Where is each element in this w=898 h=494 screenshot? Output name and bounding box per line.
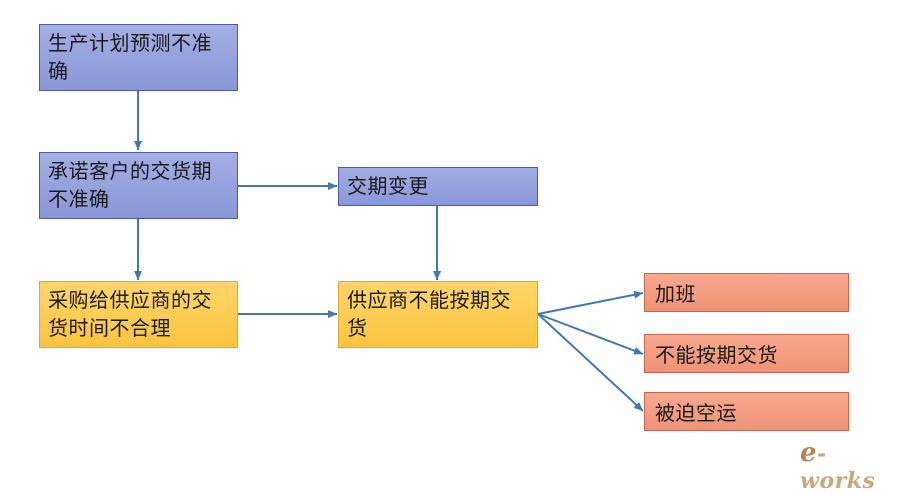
node-forecast-inaccurate: 生产计划预测不准确	[39, 24, 238, 91]
node-overtime: 加班	[644, 273, 849, 312]
node-forecast-label: 生产计划预测不准确	[48, 31, 212, 83]
node-supplier-late: 供应商不能按期交货	[338, 281, 538, 348]
node-airfreight-label: 被迫空运	[655, 401, 737, 425]
node-promise-inaccurate: 承诺客户的交货期不准确	[39, 152, 238, 219]
eworks-logo: e-works	[800, 438, 898, 494]
node-air-freight: 被迫空运	[644, 392, 849, 431]
node-late-label: 不能按期交货	[655, 343, 778, 367]
logo-e: e	[800, 438, 818, 468]
arrow-supplier-to-overtime	[537, 290, 644, 315]
node-promise-label: 承诺客户的交货期不准确	[48, 159, 212, 211]
node-overtime-label: 加班	[655, 282, 696, 306]
node-change-label: 交期变更	[347, 174, 429, 198]
node-delivery-change: 交期变更	[338, 167, 538, 206]
node-purchase-time: 采购给供应商的交货时间不合理	[39, 281, 238, 348]
node-late-delivery: 不能按期交货	[644, 334, 849, 373]
connectors	[134, 91, 644, 412]
arrow-supplier-to-airfreight	[537, 313, 644, 412]
node-supplier-label: 供应商不能按期交货	[347, 288, 511, 340]
node-purchase-label: 采购给供应商的交货时间不合理	[48, 288, 212, 340]
arrow-supplier-to-late	[537, 313, 644, 355]
